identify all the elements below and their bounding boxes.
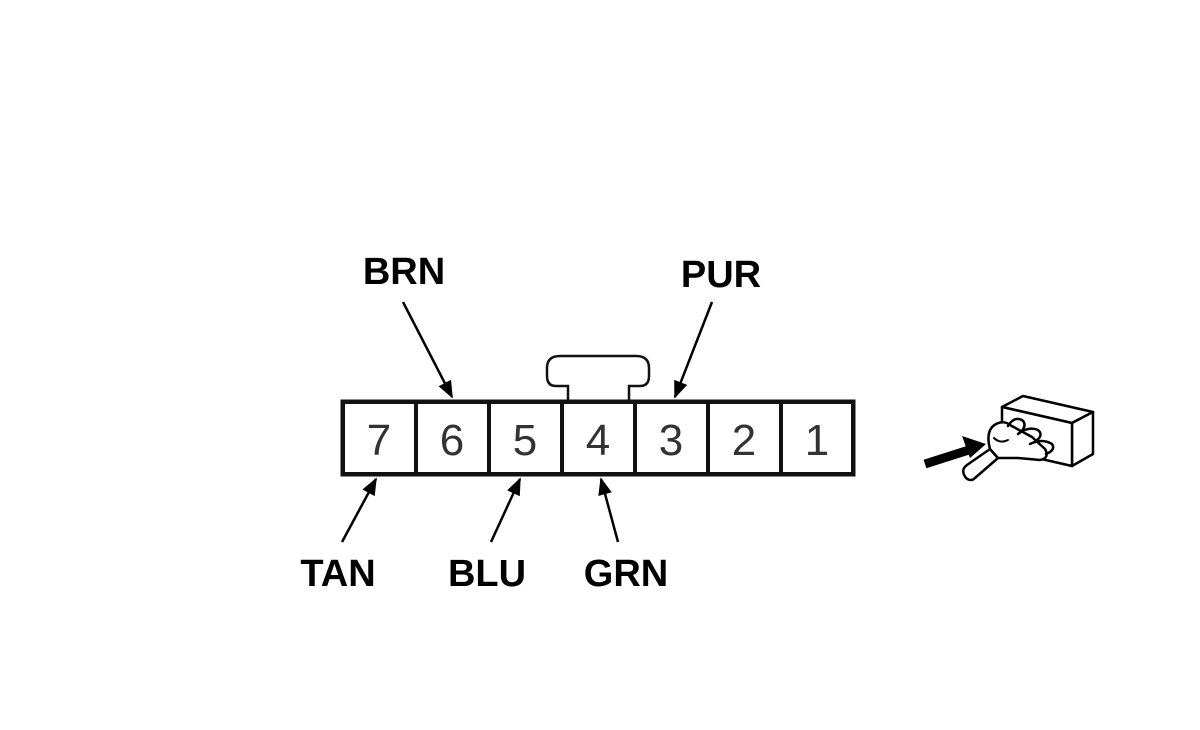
- pin-cell-6: [416, 402, 489, 474]
- wire-label-grn: GRN: [584, 553, 668, 595]
- wire-label-tan: TAN: [300, 553, 375, 595]
- leader-arrow-blu: [489, 477, 522, 543]
- wire-label-blu: BLU: [448, 553, 526, 595]
- pin-number-6: 6: [440, 416, 464, 465]
- pin-cell-1: [781, 402, 853, 474]
- pin-number-2: 2: [732, 416, 756, 465]
- leader-arrow-brn: [401, 301, 454, 399]
- pin-cell-3: [635, 402, 708, 474]
- leader-arrow-tan: [340, 477, 378, 543]
- connector-lock-tab: [545, 354, 651, 401]
- pin-number-5: 5: [513, 416, 537, 465]
- view-direction-arrow-icon: [923, 436, 986, 469]
- leader-arrow-pur: [673, 301, 714, 399]
- pin-number-3: 3: [659, 416, 683, 465]
- pin-numbers: 7 6 5 4 3 2 1: [367, 416, 829, 465]
- leader-arrow-grn: [598, 477, 620, 543]
- pin-cell-2: [708, 402, 781, 474]
- pin-cell-7: [343, 402, 416, 474]
- pin-cell-4: [562, 402, 635, 474]
- wire-label-brn: BRN: [363, 251, 445, 293]
- pin-cell-5: [489, 402, 562, 474]
- pin-number-7: 7: [367, 416, 391, 465]
- connector-front-view-icon: [962, 394, 1095, 482]
- pin-number-4: 4: [586, 416, 610, 465]
- pin-cells: [343, 402, 853, 474]
- wire-label-pur: PUR: [681, 254, 761, 296]
- pin-number-1: 1: [805, 416, 829, 465]
